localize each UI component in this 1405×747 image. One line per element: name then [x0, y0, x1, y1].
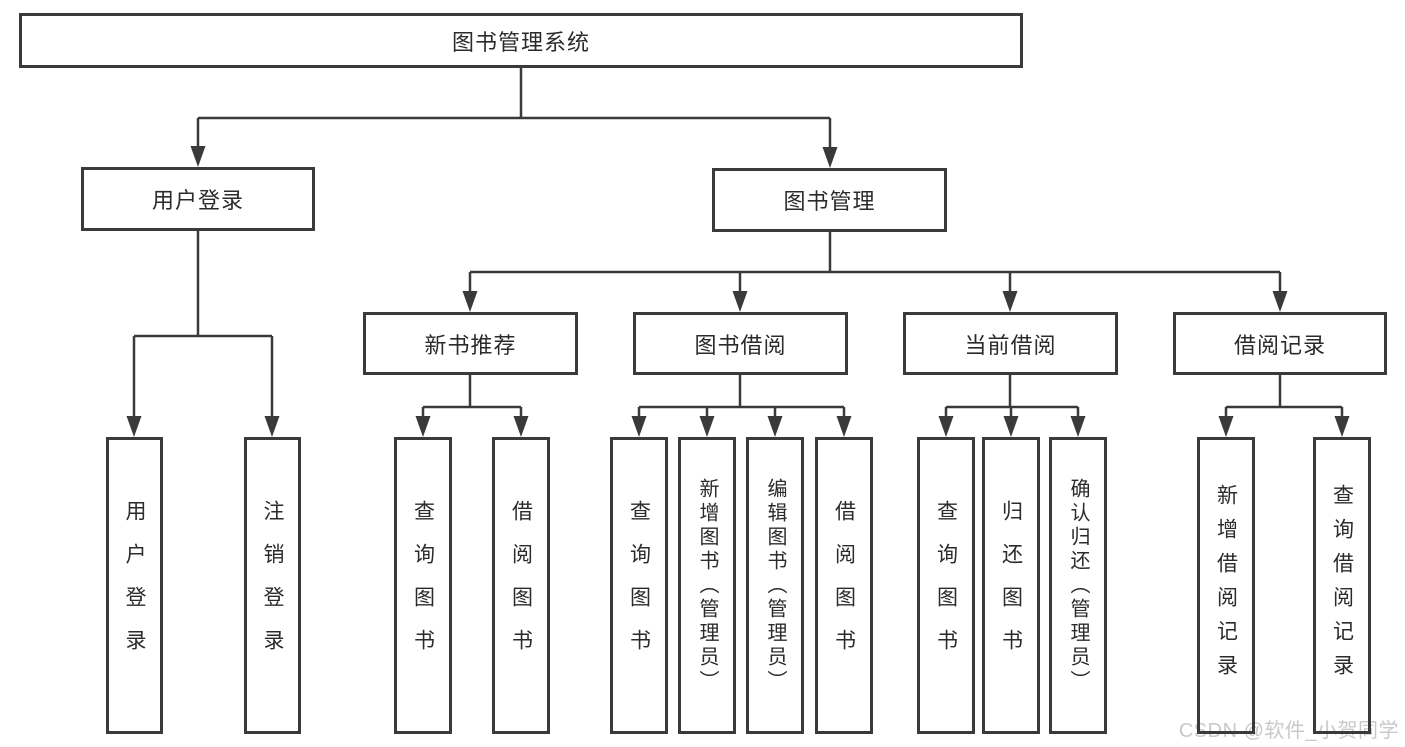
- arrow-icon: [822, 147, 838, 168]
- arrow-icon: [732, 291, 748, 312]
- arrow-icon: [1070, 416, 1086, 437]
- arrow-icon: [1272, 291, 1288, 312]
- node-new-book-recommend: 新书推荐: [363, 312, 578, 375]
- arrow-icon: [513, 416, 529, 437]
- node-label: 图书管理: [783, 189, 876, 214]
- node-label: 当前借阅: [964, 332, 1057, 358]
- node-label: 借阅图书: [509, 499, 533, 672]
- node-label: 查询图书: [411, 499, 435, 672]
- node-label: 编辑图书（管理员）: [764, 477, 786, 694]
- node-label: 借阅图书: [832, 499, 856, 672]
- node-root-system: 图书管理系统: [19, 13, 1023, 68]
- arrow-icon: [264, 416, 280, 437]
- node-leaf-add-books-admin: 新增图书（管理员）: [678, 437, 736, 734]
- node-leaf-query-books-3: 查询图书: [917, 437, 975, 734]
- arrow-icon: [1002, 291, 1018, 312]
- arrow-icon: [631, 416, 647, 437]
- connector-path: [132, 68, 1344, 420]
- node-label: 查询借阅记录: [1330, 483, 1354, 688]
- node-book-management: 图书管理: [712, 168, 947, 232]
- node-user-login-module: 用户登录: [81, 167, 315, 231]
- node-label: 新增图书（管理员）: [696, 477, 718, 694]
- node-label: 用户登录: [151, 188, 244, 213]
- arrow-icon: [1003, 416, 1019, 437]
- node-current-borrowing: 当前借阅: [903, 312, 1118, 375]
- node-borrowing-records: 借阅记录: [1173, 312, 1387, 375]
- node-leaf-borrow-books-1: 借阅图书: [492, 437, 550, 734]
- arrow-icon: [1334, 416, 1350, 437]
- arrow-icon: [415, 416, 431, 437]
- node-label: 查询图书: [934, 499, 958, 672]
- csdn-watermark: CSDN @软件_小贺同学: [1178, 720, 1399, 742]
- node-leaf-query-borrow-record: 查询借阅记录: [1313, 437, 1371, 734]
- arrow-icon: [1218, 416, 1234, 437]
- node-leaf-borrow-books-2: 借阅图书: [815, 437, 873, 734]
- node-label: 用户登录: [123, 499, 146, 672]
- arrow-icon: [836, 416, 852, 437]
- node-leaf-edit-books-admin: 编辑图书（管理员）: [746, 437, 804, 734]
- node-leaf-confirm-return-admin: 确认归还（管理员）: [1049, 437, 1107, 734]
- node-label: 新增借阅记录: [1214, 483, 1238, 688]
- node-label: 新书推荐: [424, 332, 517, 358]
- node-label: 注销登录: [261, 499, 284, 672]
- node-leaf-query-books-2: 查询图书: [610, 437, 668, 734]
- node-label: 图书管理系统: [451, 29, 590, 55]
- node-leaf-return-books: 归还图书: [982, 437, 1040, 734]
- arrowheads: [126, 146, 1350, 437]
- arrow-icon: [126, 416, 142, 437]
- node-label: 确认归还（管理员）: [1067, 477, 1089, 694]
- node-leaf-user-login: 用户登录: [106, 437, 163, 734]
- arrow-icon: [699, 416, 715, 437]
- node-book-borrowing: 图书借阅: [633, 312, 848, 375]
- node-leaf-add-borrow-record: 新增借阅记录: [1197, 437, 1255, 734]
- arrow-icon: [190, 146, 206, 167]
- node-label: 归还图书: [999, 499, 1023, 672]
- arrow-icon: [767, 416, 783, 437]
- node-label: 借阅记录: [1233, 332, 1326, 358]
- node-label: 图书借阅: [694, 332, 787, 358]
- node-label: 查询图书: [627, 499, 651, 672]
- node-leaf-query-books-1: 查询图书: [394, 437, 452, 734]
- arrow-icon: [938, 416, 954, 437]
- arrow-icon: [462, 291, 478, 312]
- node-leaf-logout: 注销登录: [244, 437, 301, 734]
